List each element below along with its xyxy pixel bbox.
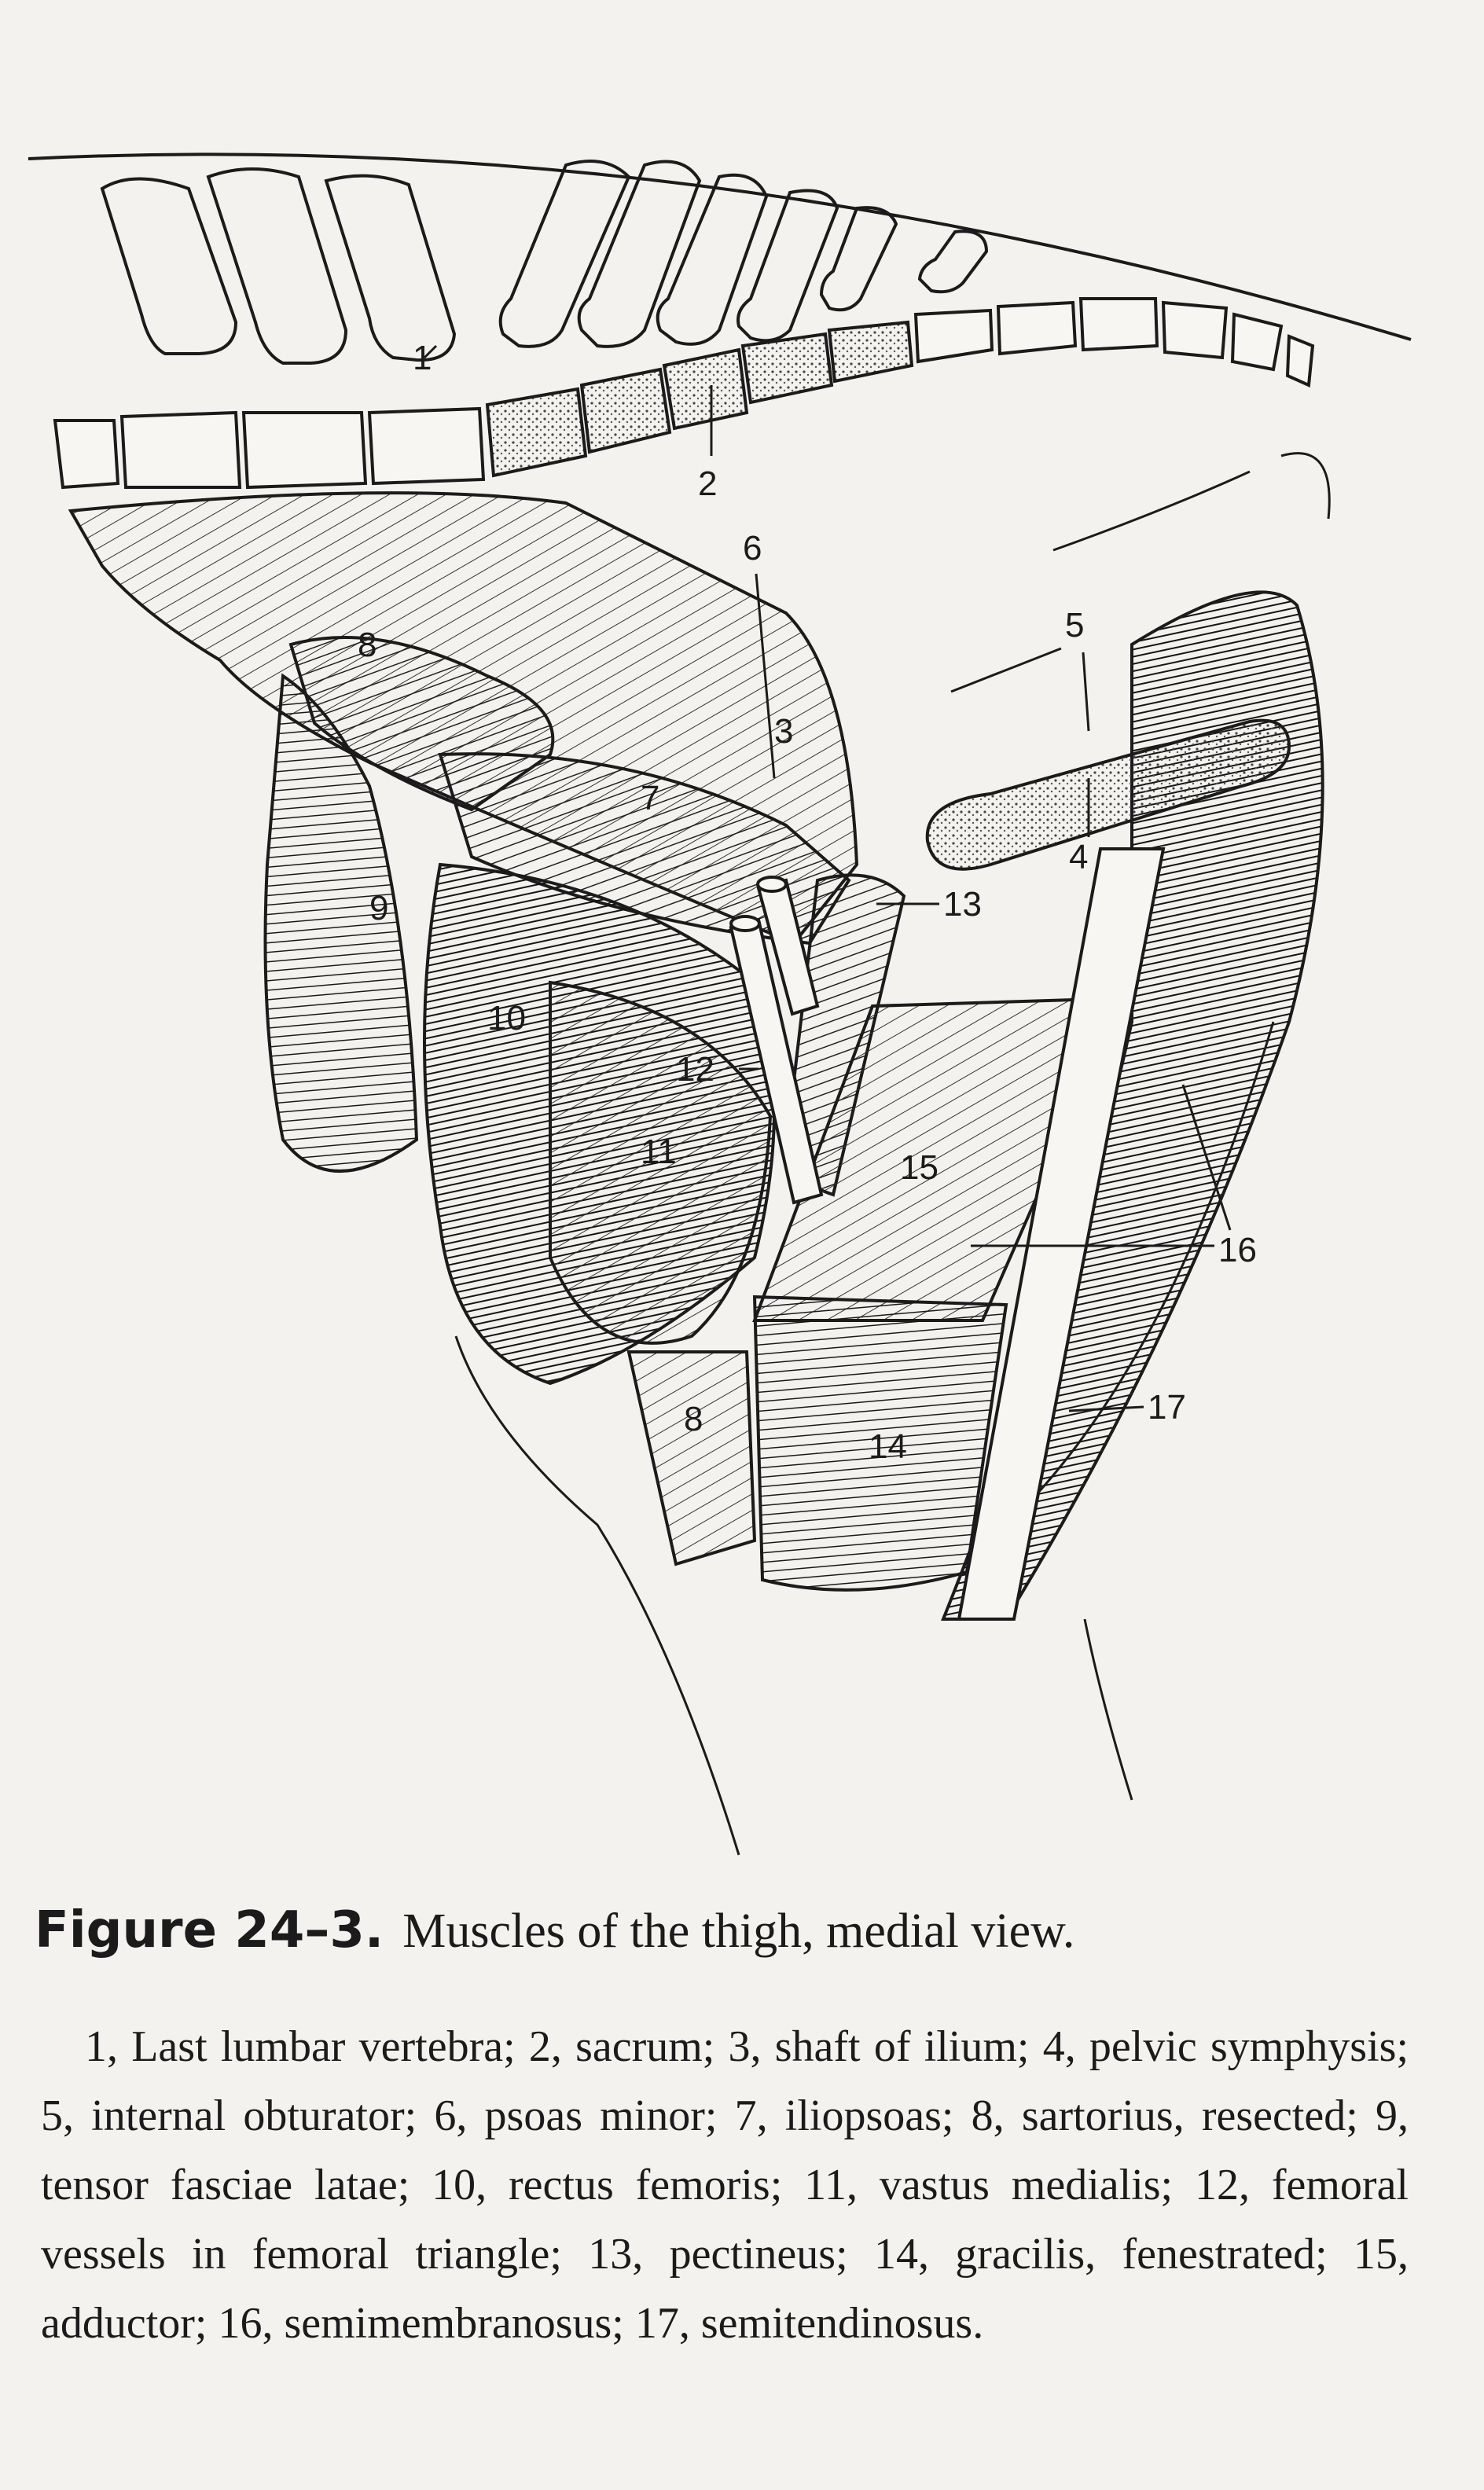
callout-9: 9 <box>369 889 388 927</box>
figure-title: Muscles of the thigh, medial view. <box>402 1904 1075 1958</box>
vertebral-column <box>53 297 1315 490</box>
figure-legend: 1, Last lumbar vertebra; 2, sacrum; 3, s… <box>41 2022 1409 2348</box>
thigh-muscle-illustration: 1 2 3 4 5 6 7 8 8 9 10 11 12 13 14 15 16… <box>28 152 1412 1856</box>
callout-14: 14 <box>869 1427 907 1466</box>
callout-16: 16 <box>1218 1231 1257 1269</box>
figure-label: Figure 24–3. <box>35 1901 384 1959</box>
callout-1: 1 <box>413 339 432 377</box>
callout-12: 12 <box>676 1050 714 1089</box>
callout-11: 11 <box>641 1133 677 1171</box>
femoral-vessels <box>729 876 824 1205</box>
callout-15: 15 <box>900 1148 939 1187</box>
callout-2: 2 <box>698 465 717 503</box>
callout-5: 5 <box>1065 606 1084 645</box>
callout-17: 17 <box>1148 1388 1186 1427</box>
pelvic-symphysis <box>925 718 1291 871</box>
tail-contour <box>1280 452 1331 520</box>
callout-4: 4 <box>1069 838 1088 876</box>
lumbar-vertebrae <box>100 160 989 365</box>
callout-8a: 8 <box>358 626 377 664</box>
callout-labels: 1 2 3 4 5 6 7 8 8 9 10 11 12 13 14 15 16… <box>358 339 1257 1466</box>
leader-lines <box>423 344 1232 1412</box>
callout-6: 6 <box>743 529 762 567</box>
limb-outline <box>454 470 1275 1856</box>
callout-10: 10 <box>487 999 526 1038</box>
muscle-masses <box>68 491 1324 1621</box>
callout-8b: 8 <box>684 1400 703 1438</box>
figure-caption: Figure 24–3. Muscles of the thigh, medial… <box>35 1901 1449 1961</box>
callout-7: 7 <box>641 779 659 817</box>
callout-3: 3 <box>774 712 793 751</box>
callout-13: 13 <box>943 885 982 924</box>
